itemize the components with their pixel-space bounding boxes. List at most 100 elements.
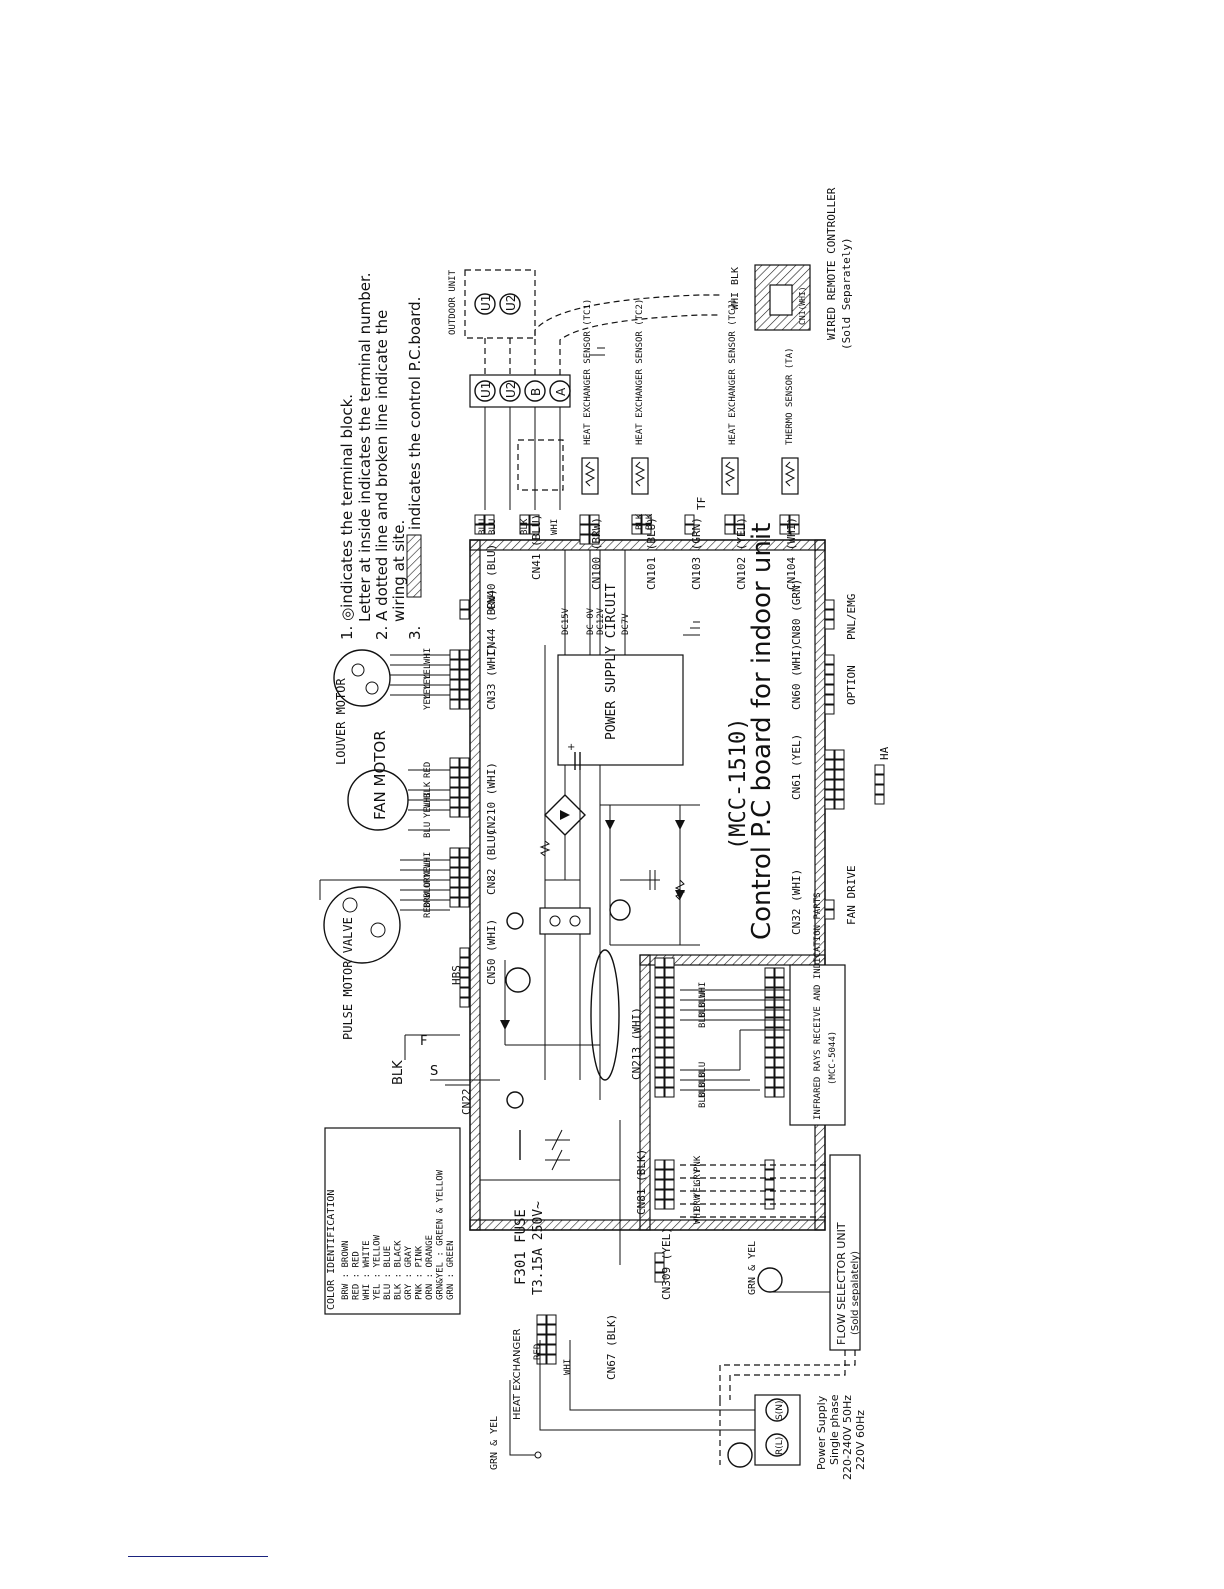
connector-pin (664, 1017, 675, 1028)
connector-pin (459, 867, 470, 878)
capacitor: + (567, 742, 581, 770)
connector-pin (824, 654, 835, 665)
sensor-tc2: HEAT EXCHANGER SENSOR (TC2) (631, 299, 649, 495)
note-2: 2. A dotted line and broken line indicat… (373, 310, 391, 640)
fan-wire-4: YEL (423, 802, 433, 818)
connector-pin (536, 1334, 547, 1345)
connector-pin (654, 1252, 665, 1263)
pmv-blk-label: BLK (391, 1060, 406, 1085)
connector-pin (459, 609, 470, 620)
resistors-left (506, 835, 591, 935)
color-id-row: BLU : BLUE (383, 1246, 393, 1300)
outdoor-terminal-u1: U1 (479, 295, 493, 311)
connector-pin (449, 689, 460, 700)
connector-pin (654, 1027, 665, 1038)
connector-pin (529, 514, 540, 525)
outdoor-unit-label: OUTDOOR UNIT (448, 269, 458, 335)
connector-pin (546, 1334, 557, 1345)
connector-pin (824, 619, 835, 630)
pmv-wire-6: RED (423, 902, 433, 918)
fan-wire-5: BLU (423, 822, 433, 838)
color-id-row: ORN : ORANGE (425, 1235, 435, 1300)
cn81-wire-labels: PNK GRY YEL BRW WHI (693, 1155, 703, 1224)
connector-pin (824, 759, 835, 770)
cn44-label: CN44 (BRW) (485, 589, 498, 655)
connector-pins (449, 514, 885, 1365)
fan-wire-1: RED (423, 762, 433, 778)
connector-pin (459, 847, 470, 858)
connector-pin (579, 514, 590, 525)
fan-wire-3: WHI (423, 792, 433, 808)
connector-pin (664, 1027, 675, 1038)
connector-pin (774, 1027, 785, 1038)
connector-pin (484, 514, 495, 525)
cn81-wire-1: PNK (693, 1155, 703, 1172)
color-id-row: PNK : PINK (415, 1245, 425, 1300)
dc7v-label: DC7V (621, 613, 631, 635)
connector-pin (664, 1067, 675, 1078)
connector-pin (824, 694, 835, 705)
connector-pin (764, 1179, 775, 1190)
connector-pin (774, 997, 785, 1008)
terminal-b: B (529, 388, 543, 396)
connector-pin (459, 997, 470, 1008)
connector-pin (664, 1189, 675, 1200)
connector-pin (449, 887, 460, 898)
connector-pin (536, 1344, 547, 1355)
connector-pin (654, 997, 665, 1008)
connector-pin (474, 524, 485, 535)
outdoor-terminal-u2: U2 (504, 295, 518, 311)
connector-pin (664, 1007, 675, 1018)
ground-label: GRN & YEL (489, 1416, 500, 1470)
sensor-tcj: HEAT EXCHANGER SENSOR (TCJ) (721, 299, 739, 495)
connector-pin (664, 1077, 675, 1088)
connector-pin (536, 1354, 547, 1365)
cn81-label: CN81 (BLK) (635, 1149, 648, 1215)
connector-pin (874, 774, 885, 785)
connector-pin (824, 609, 835, 620)
connector-pin (546, 1314, 557, 1325)
connector-pin (834, 779, 845, 790)
connector-pin (774, 1047, 785, 1058)
fuse-label: F301 FUSE (513, 1209, 529, 1285)
hbs-circuit (500, 960, 600, 1109)
connector-pin (459, 649, 470, 660)
connector-pin (664, 1159, 675, 1170)
connector-pin (664, 997, 675, 1008)
color-id-row: BRW : BROWN (341, 1240, 351, 1300)
power-terminal-sn: S(N) (775, 1401, 785, 1420)
connector-pin (824, 769, 835, 780)
board-title: (MCC-1510) (726, 718, 751, 850)
connector-pin (519, 524, 530, 535)
cn210-label: CN210 (WHI) (485, 762, 498, 835)
cn40-wire-1: BLU (478, 519, 488, 535)
cn22-label: CN22 (460, 1089, 473, 1116)
sensor-ta-label: THERMO SENSOR (TA) (785, 347, 795, 445)
cn60-label: CN60 (WHI) (790, 644, 803, 710)
connector-pin (834, 759, 845, 770)
connector-pin (536, 1324, 547, 1335)
connector-pin (764, 1017, 775, 1028)
connector-pin (824, 674, 835, 685)
fan-motor-label: FAN MOTOR (371, 730, 389, 820)
connector-pin (774, 1077, 785, 1088)
cn50-label: CN50 (WHI) (485, 919, 498, 985)
terminal-u2: U2 (504, 382, 518, 398)
connector-pin (654, 1159, 665, 1170)
control-pc-board (469, 539, 826, 1231)
color-id-row: YEL : YELLOW (373, 1234, 383, 1300)
connector-pin (449, 787, 460, 798)
connector-pin (631, 524, 642, 535)
infrared-code: (MCC-5044) (828, 1031, 838, 1085)
connector-pin (459, 987, 470, 998)
connector-pin (459, 887, 470, 898)
cn102-label: CN102 (YEL) (735, 517, 748, 590)
power-terminal-rl: R(L) (775, 1437, 785, 1455)
connector-pin (449, 897, 460, 908)
board-subtitle: Control P.C board for indoor unit (747, 523, 777, 940)
power-voltage-2: 220V 60Hz (854, 1410, 867, 1470)
cn40-label: CN40 (BLU) (485, 544, 498, 610)
louver-wire-2: YEL (423, 664, 433, 680)
